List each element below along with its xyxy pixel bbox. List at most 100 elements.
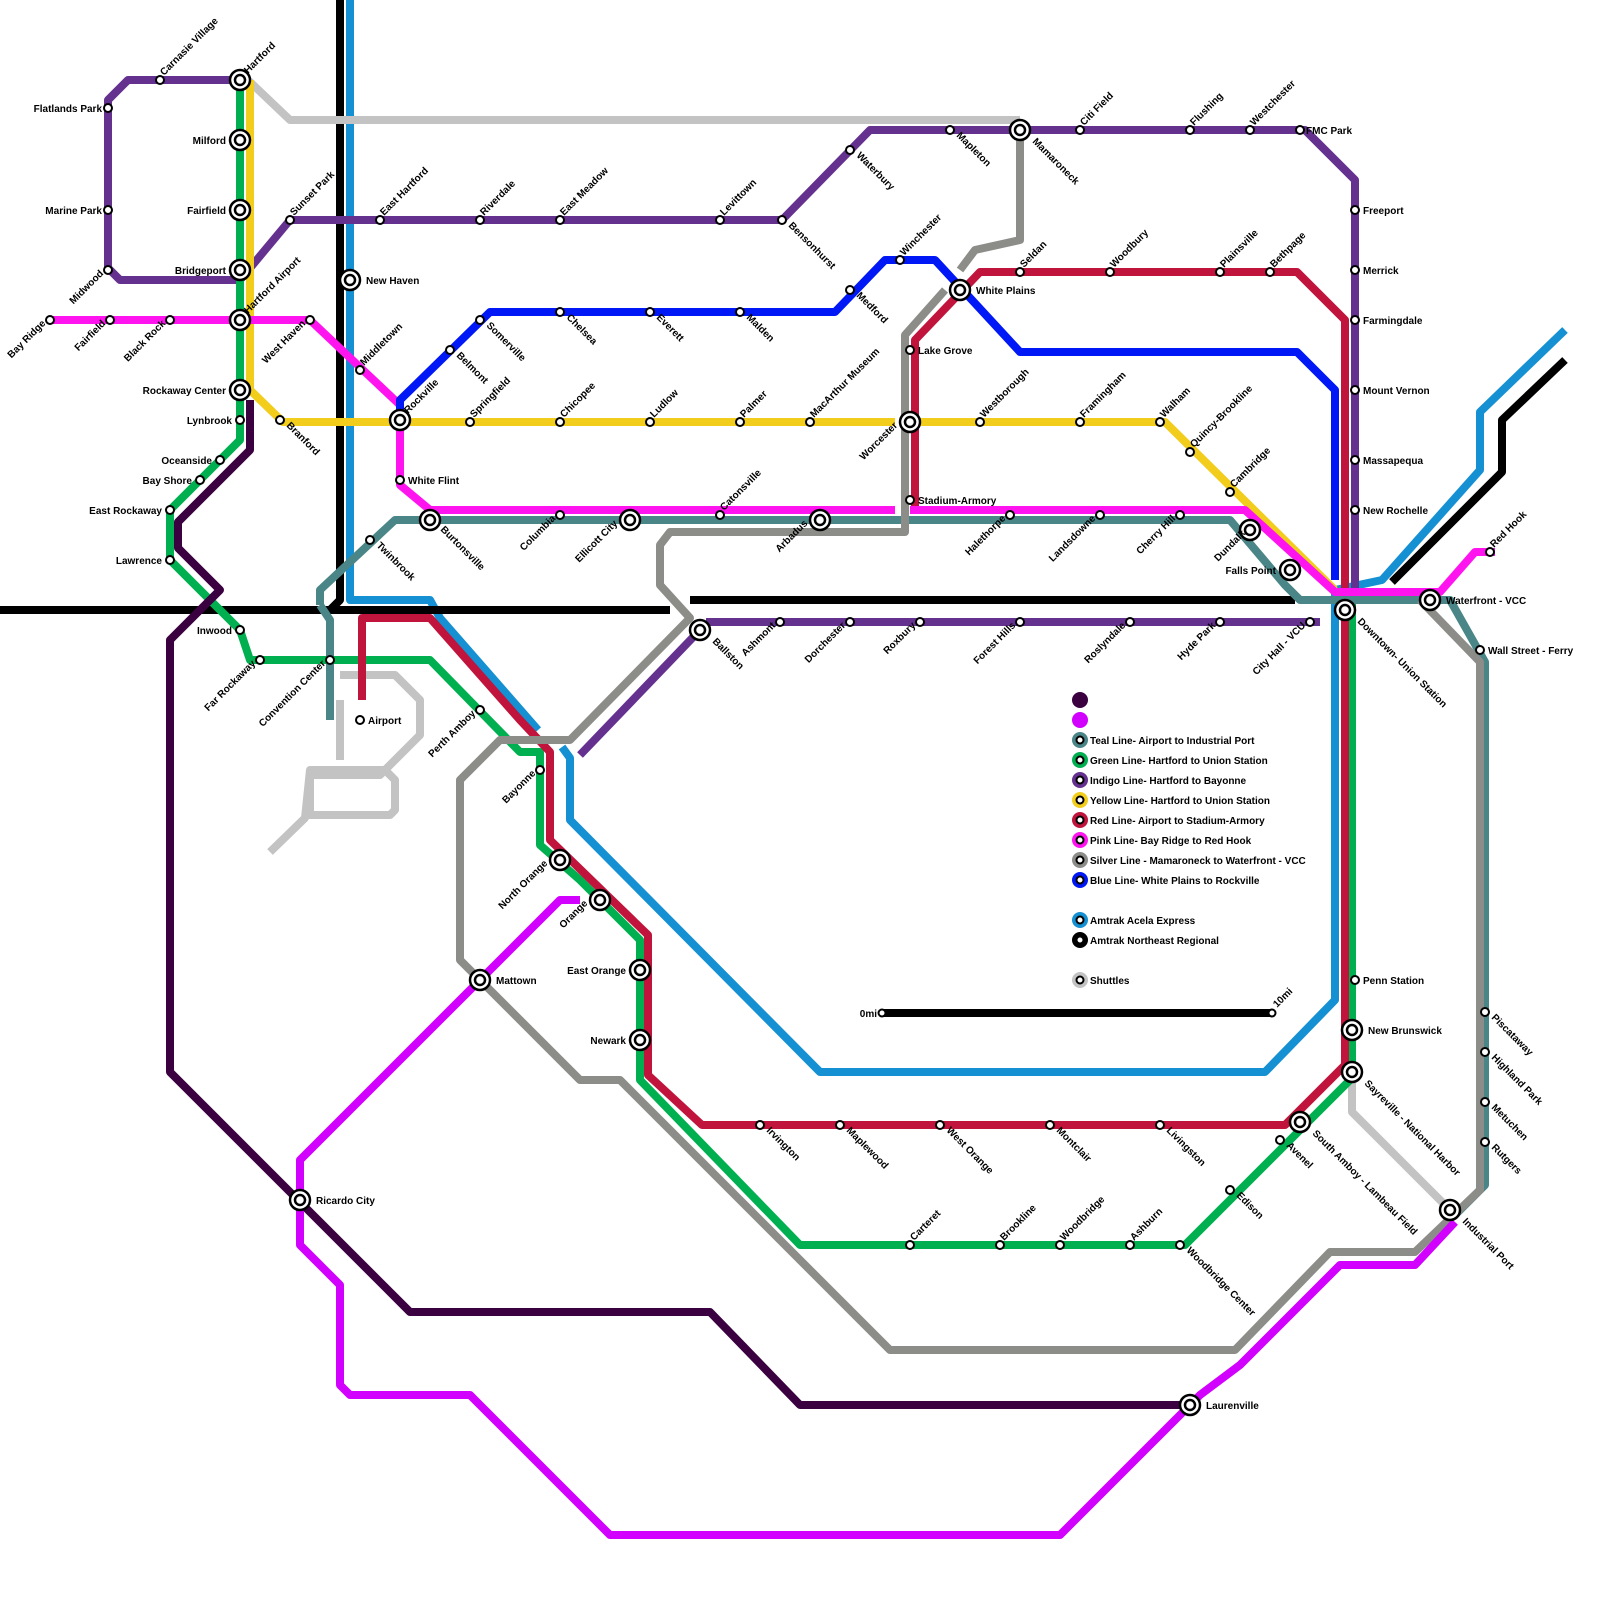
station-dot[interactable]	[1126, 618, 1134, 626]
station-dot[interactable]	[104, 206, 112, 214]
station-dot[interactable]	[476, 316, 484, 324]
station-dot[interactable]	[166, 506, 174, 514]
station-dot[interactable]	[366, 536, 374, 544]
station-label: Bay Shore	[143, 476, 193, 487]
station-dot[interactable]	[536, 766, 544, 774]
station-dot[interactable]	[376, 216, 384, 224]
station-dot[interactable]	[1296, 126, 1304, 134]
station-dot[interactable]	[156, 76, 164, 84]
station-dot[interactable]	[646, 418, 654, 426]
station-dot[interactable]	[1126, 1241, 1134, 1249]
station-dot[interactable]	[1006, 511, 1014, 519]
station-dot[interactable]	[1276, 1136, 1284, 1144]
station-dot[interactable]	[476, 706, 484, 714]
station-dot[interactable]	[46, 316, 54, 324]
station-dot[interactable]	[846, 618, 854, 626]
station-dot[interactable]	[556, 308, 564, 316]
station-dot[interactable]	[106, 316, 114, 324]
station-dot[interactable]	[736, 418, 744, 426]
station-dot[interactable]	[946, 126, 954, 134]
station-dot[interactable]	[256, 656, 264, 664]
station-dot[interactable]	[216, 456, 224, 464]
station-dot[interactable]	[1076, 126, 1084, 134]
station-dot[interactable]	[556, 216, 564, 224]
station-dot[interactable]	[778, 216, 786, 224]
station-dot[interactable]	[1246, 126, 1254, 134]
station-dot[interactable]	[556, 418, 564, 426]
station-dot[interactable]	[1351, 266, 1359, 274]
station-dot[interactable]	[1176, 511, 1184, 519]
station-dot[interactable]	[1096, 511, 1104, 519]
station-dot[interactable]	[1056, 1241, 1064, 1249]
station-dot[interactable]	[1226, 1186, 1234, 1194]
station-dot[interactable]	[1016, 618, 1024, 626]
station-dot[interactable]	[1481, 1138, 1489, 1146]
station-dot[interactable]	[1481, 1048, 1489, 1056]
station-dot[interactable]	[1476, 646, 1484, 654]
station-dot[interactable]	[1481, 1008, 1489, 1016]
station-dot[interactable]	[276, 416, 284, 424]
station-dot[interactable]	[286, 216, 294, 224]
legend-label: Blue Line- White Plains to Rockville	[1090, 876, 1260, 887]
station-dot[interactable]	[906, 346, 914, 354]
station-dot[interactable]	[1216, 618, 1224, 626]
station-dot[interactable]	[1186, 448, 1194, 456]
station-dot[interactable]	[1306, 618, 1314, 626]
station-dot[interactable]	[1156, 418, 1164, 426]
station-dot[interactable]	[1016, 268, 1024, 276]
station-dot[interactable]	[1351, 976, 1359, 984]
station-dot[interactable]	[356, 716, 364, 724]
station-dot[interactable]	[236, 416, 244, 424]
station-dot[interactable]	[1351, 386, 1359, 394]
station-dot[interactable]	[326, 656, 334, 664]
station-dot[interactable]	[976, 418, 984, 426]
station-dot[interactable]	[996, 1241, 1004, 1249]
station-dot[interactable]	[756, 1121, 764, 1129]
station-dot[interactable]	[1351, 506, 1359, 514]
station-dot[interactable]	[446, 346, 454, 354]
station-dot[interactable]	[846, 286, 854, 294]
station-dot[interactable]	[196, 476, 204, 484]
station-dot[interactable]	[896, 256, 904, 264]
station-dot[interactable]	[1351, 316, 1359, 324]
station-dot[interactable]	[1351, 206, 1359, 214]
station-dot[interactable]	[846, 146, 854, 154]
station-dot[interactable]	[916, 618, 924, 626]
station-dot[interactable]	[236, 626, 244, 634]
station-major-core	[955, 285, 965, 295]
station-dot[interactable]	[166, 556, 174, 564]
station-major-core	[235, 135, 245, 145]
station-dot[interactable]	[716, 511, 724, 519]
station-dot[interactable]	[1351, 456, 1359, 464]
station-dot[interactable]	[836, 1121, 844, 1129]
station-dot[interactable]	[396, 476, 404, 484]
station-dot[interactable]	[104, 104, 112, 112]
station-dot[interactable]	[776, 618, 784, 626]
station-dot[interactable]	[356, 366, 364, 374]
station-dot[interactable]	[936, 1121, 944, 1129]
station-dot[interactable]	[906, 496, 914, 504]
station-dot[interactable]	[1106, 268, 1114, 276]
station-dot[interactable]	[104, 266, 112, 274]
station-dot[interactable]	[166, 316, 174, 324]
station-dot[interactable]	[906, 1241, 914, 1249]
station-dot[interactable]	[1481, 1098, 1489, 1106]
station-dot[interactable]	[306, 316, 314, 324]
station-dot[interactable]	[1266, 268, 1274, 276]
station-dot[interactable]	[806, 418, 814, 426]
station-dot[interactable]	[716, 216, 724, 224]
station-dot[interactable]	[1046, 1121, 1054, 1129]
station-dot[interactable]	[476, 216, 484, 224]
station-dot[interactable]	[736, 308, 744, 316]
station-dot[interactable]	[1156, 1121, 1164, 1129]
station-dot[interactable]	[1186, 126, 1194, 134]
station-dot[interactable]	[1486, 548, 1494, 556]
station-dot[interactable]	[646, 308, 654, 316]
station-dot[interactable]	[1176, 1241, 1184, 1249]
station-dot[interactable]	[1226, 488, 1234, 496]
station-dot[interactable]	[466, 418, 474, 426]
station-dot[interactable]	[1216, 268, 1224, 276]
station-dot[interactable]	[1076, 418, 1084, 426]
legend-swatch	[1072, 692, 1088, 708]
station-dot[interactable]	[556, 511, 564, 519]
